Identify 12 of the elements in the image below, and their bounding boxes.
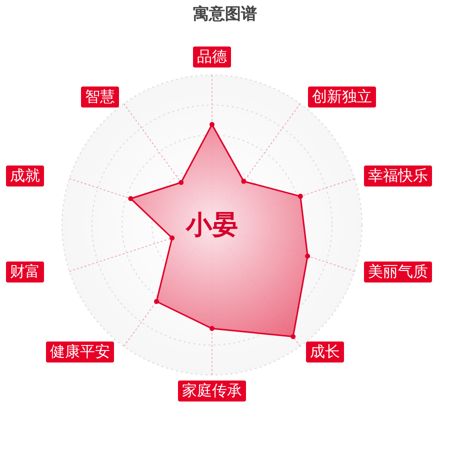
axis-label: 财富	[6, 262, 44, 282]
axis-label: 品德	[193, 46, 231, 68]
axis-label: 幸福快乐	[364, 166, 432, 186]
axis-label: 智慧	[81, 86, 119, 108]
axis-label: 家庭传承	[178, 380, 246, 402]
axis-label: 健康平安	[46, 342, 114, 362]
name-label: 小晏	[186, 210, 238, 242]
axis-label: 美丽气质	[364, 262, 432, 282]
axis-label: 成就	[6, 166, 44, 186]
axis-label: 创新独立	[308, 86, 376, 108]
chart-title: 寓意图谱	[192, 4, 258, 25]
axis-label: 成长	[306, 342, 344, 362]
